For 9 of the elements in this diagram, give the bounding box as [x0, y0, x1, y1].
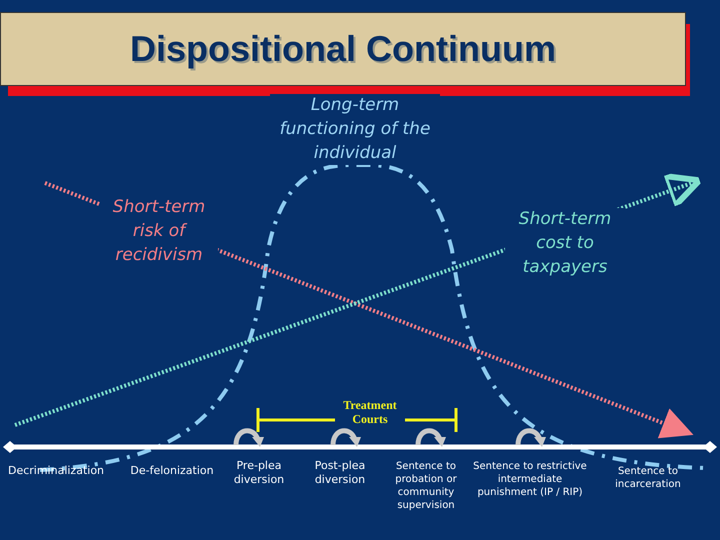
curve-label: Long-term functioning of the individual [270, 94, 440, 166]
stage-label: Pre-plea diversion [232, 459, 286, 488]
stage-label: Post-plea diversion [314, 459, 366, 488]
stage-label: Decriminalization [6, 464, 106, 478]
stage-label: Sentence to probation or community supervision [394, 460, 458, 512]
stage-label: Sentence to incarceration [614, 465, 682, 491]
slide-title: Dispositional Continuum [0, 12, 686, 86]
stage-label: De-felonization [129, 464, 215, 478]
stage-label: Sentence to restrictive intermediate punishment (IP / RIP) [472, 460, 588, 499]
